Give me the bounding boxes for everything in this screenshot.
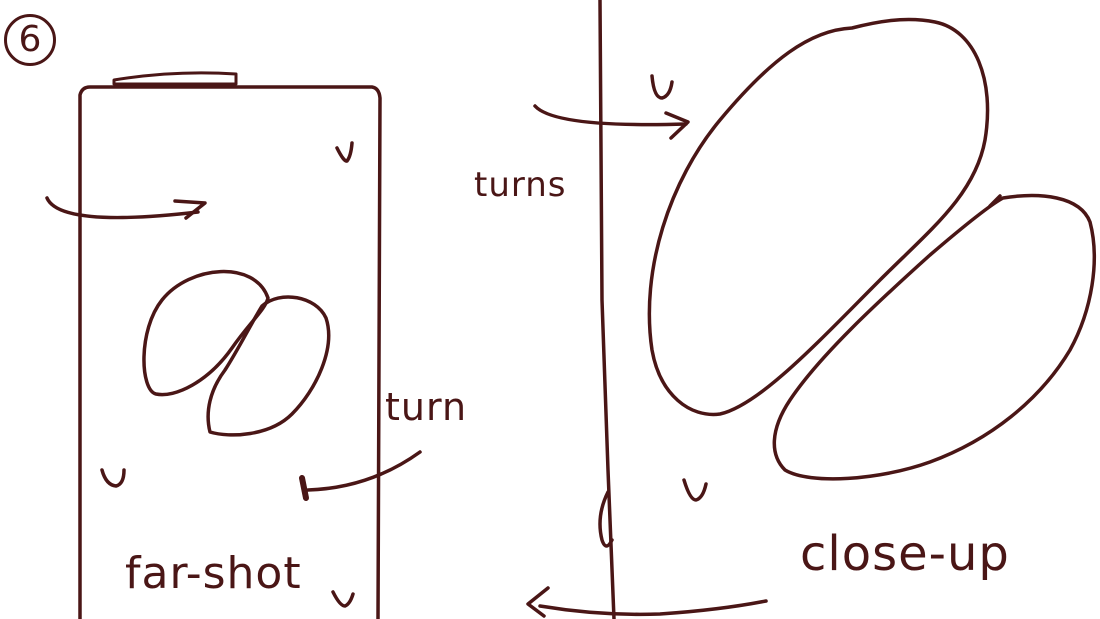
- panel-divider-line: [598, 0, 616, 619]
- turn-arrow-close-up: [533, 104, 690, 140]
- turn-arrow-bottom: [299, 450, 422, 501]
- bottom-arrow: [526, 586, 768, 618]
- close-up-ovals: [647, 17, 1096, 481]
- far-shot-frame: [78, 71, 382, 619]
- tick-mark: [331, 590, 355, 608]
- label-turn: turn: [385, 385, 468, 429]
- tick-mark: [682, 478, 708, 502]
- tick-mark: [335, 141, 354, 163]
- drop-mark: [598, 490, 614, 548]
- turn-arrow-far-shot: [45, 196, 207, 220]
- tick-mark: [100, 468, 126, 488]
- label-turns: turns: [474, 165, 567, 205]
- label-far-shot: far-shot: [125, 548, 302, 599]
- far-shot-ovals: [142, 269, 331, 437]
- tick-mark: [650, 74, 674, 100]
- panel-number-badge: 6: [4, 14, 56, 66]
- label-close-up: close-up: [800, 526, 1010, 582]
